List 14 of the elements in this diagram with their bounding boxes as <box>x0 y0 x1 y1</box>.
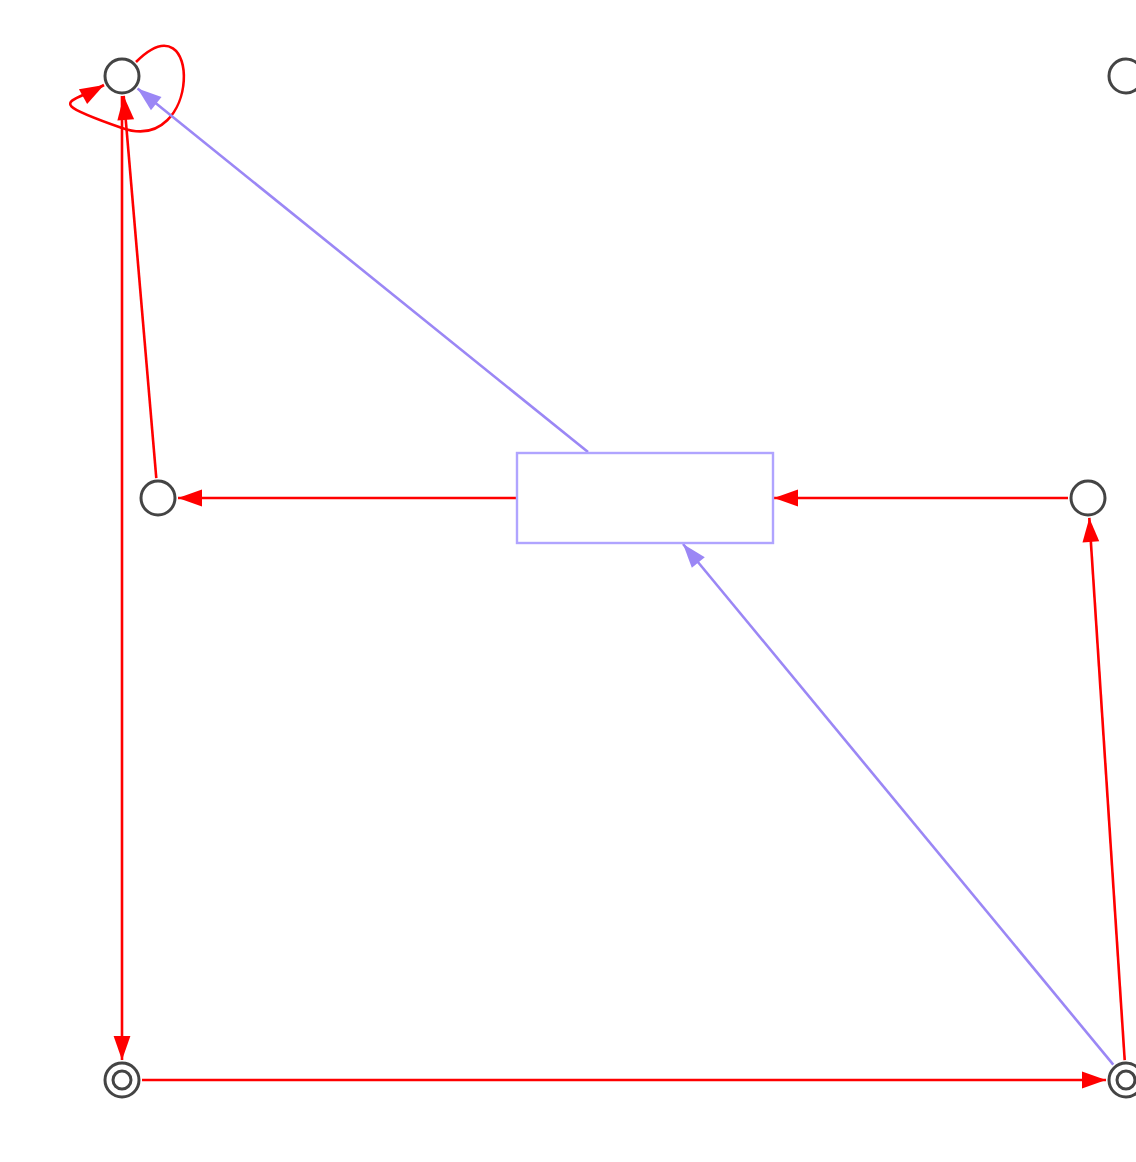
state-circle <box>102 56 142 96</box>
arrow <box>682 543 1115 1066</box>
state-circle <box>138 478 178 518</box>
self-loop-arrow <box>69 44 185 133</box>
state-box <box>516 452 774 544</box>
arrow <box>774 489 1068 507</box>
arrow <box>1082 517 1126 1061</box>
final-state-circle <box>102 1060 142 1100</box>
state-circle <box>1068 478 1108 518</box>
arrow <box>113 96 131 1060</box>
arrow <box>178 489 516 507</box>
arrow <box>117 95 158 479</box>
arrow <box>142 1071 1106 1089</box>
arrow <box>136 87 589 453</box>
